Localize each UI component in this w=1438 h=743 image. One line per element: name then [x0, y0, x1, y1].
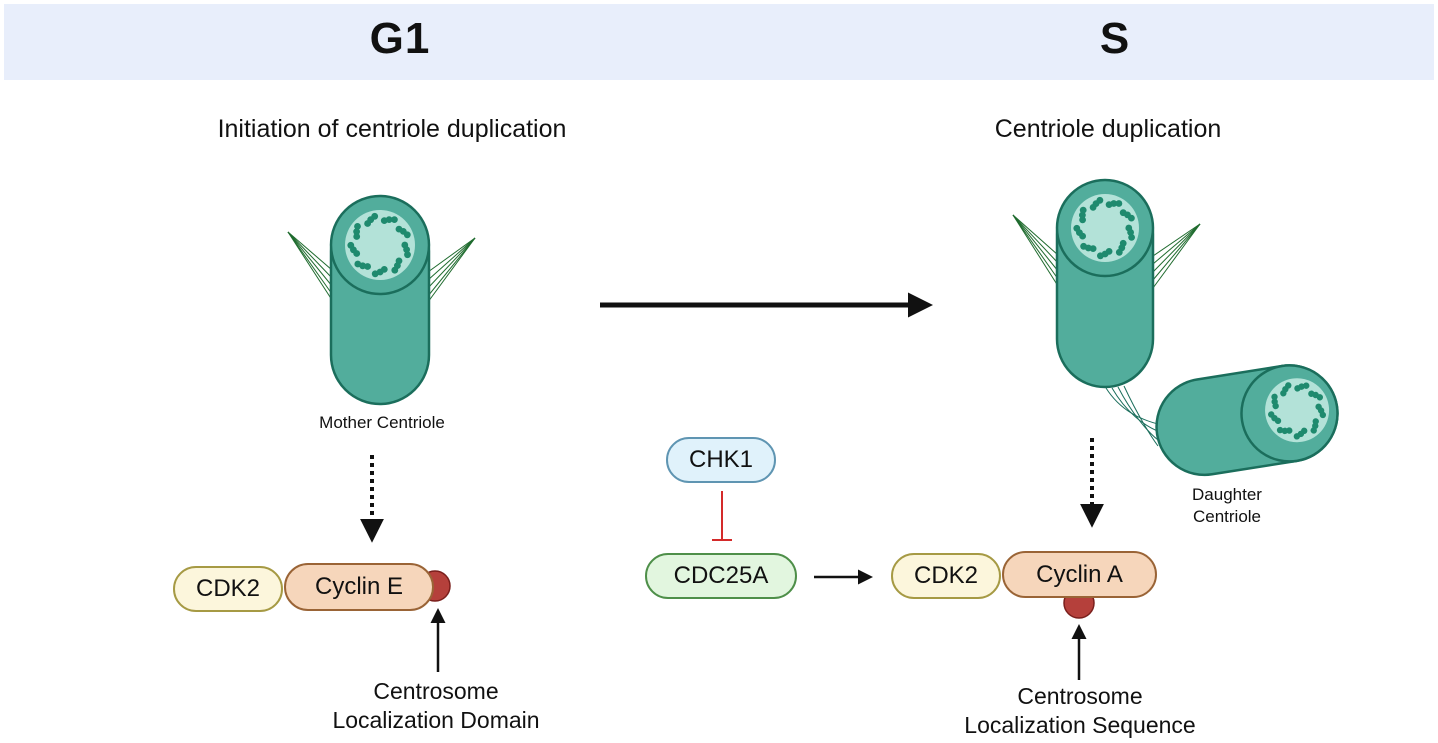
- microtubule-dot: [1276, 426, 1284, 434]
- microtubule-dot: [1097, 252, 1104, 260]
- appendage-fibers-right: [427, 237, 476, 303]
- appendage-fibers-s-right: [1152, 223, 1201, 289]
- microtubule-ring-daughter: [1268, 382, 1327, 440]
- phase-bar-s: [796, 4, 1434, 80]
- linker-fibers: [1105, 385, 1163, 447]
- microtubule-dot: [354, 223, 361, 230]
- microtubule-dot: [1110, 200, 1118, 207]
- heading-initiation: Initiation of centriole duplication: [217, 115, 567, 143]
- microtubule-dot: [1281, 427, 1289, 435]
- microtubule-ring-mother: [347, 212, 411, 278]
- microtubule-dot: [403, 231, 411, 239]
- appendage-fibers-left: [287, 231, 333, 301]
- cdk2-pill-right: CDK2: [891, 553, 1001, 599]
- microtubule-dot: [385, 216, 393, 224]
- microtubule-dot: [1293, 433, 1301, 440]
- cld-line1: Centrosome: [373, 678, 499, 704]
- microtubule-dot: [1303, 382, 1310, 389]
- cls-line1: Centrosome: [1017, 683, 1143, 709]
- microtubule-dot: [1096, 196, 1104, 204]
- cls-annotation: Centrosome Localization Sequence: [964, 682, 1195, 740]
- cdk2-pill-left: CDK2: [173, 566, 283, 612]
- microtubule-dot: [1285, 382, 1292, 389]
- microtubule-dot: [347, 241, 355, 249]
- duplicated-centrioles: [1012, 178, 1339, 477]
- microtubule-dot: [403, 246, 410, 254]
- phase-label-s: S: [1099, 14, 1131, 63]
- daughter-centriole-label: Daughter Centriole: [1192, 484, 1262, 528]
- microtubule-dot: [1268, 411, 1275, 418]
- microtubule-dot: [1128, 214, 1135, 222]
- cld-annotation: Centrosome Localization Domain: [332, 677, 539, 735]
- mother-centriole: [287, 194, 476, 406]
- microtubule-dot: [1319, 411, 1327, 419]
- microtubule-dot: [391, 216, 398, 224]
- microtubule-dot: [1310, 427, 1317, 434]
- microtubule-dot: [1115, 200, 1123, 207]
- cld-line2: Localization Domain: [332, 707, 540, 733]
- cyclin-e-pill: Cyclin E: [284, 563, 434, 611]
- appendage-fibers-s-left: [1012, 214, 1059, 287]
- microtubule-dot: [371, 212, 379, 220]
- microtubule-dot: [1079, 206, 1087, 214]
- microtubule-dot: [353, 228, 360, 236]
- phase-bar-g1: [4, 4, 796, 80]
- microtubule-dot: [354, 260, 362, 268]
- microtubule-dot: [1073, 224, 1081, 232]
- phase-label-g1: G1: [369, 14, 431, 63]
- heading-duplication: Centriole duplication: [994, 115, 1222, 143]
- cyclin-a-pill: Cyclin A: [1002, 551, 1157, 598]
- microtubule-dot: [371, 270, 379, 278]
- microtubule-dot: [1079, 211, 1086, 219]
- microtubule-dot: [1271, 393, 1278, 401]
- microtubule-dot: [1080, 242, 1087, 250]
- daughter-centriole: [1155, 364, 1339, 477]
- microtubule-dot: [353, 233, 361, 240]
- microtubule-dot: [1271, 398, 1278, 405]
- microtubule-ring-s-mother: [1073, 196, 1135, 260]
- cdc25a-pill: CDC25A: [645, 553, 797, 599]
- microtubule-dot: [1115, 248, 1123, 256]
- microtubule-dot: [1316, 394, 1324, 401]
- microtubule-dot: [404, 251, 411, 259]
- microtubule-dot: [391, 266, 399, 274]
- microtubule-dot: [1128, 234, 1135, 241]
- daughter-label-line2: Centriole: [1192, 507, 1262, 526]
- microtubule-dot: [1079, 216, 1086, 224]
- inhibition-line: [712, 491, 732, 541]
- mother-centriole-label: Mother Centriole: [319, 413, 445, 432]
- daughter-label-line1: Daughter: [1192, 485, 1262, 504]
- cls-line2: Localization Sequence: [964, 712, 1196, 738]
- chk1-pill: CHK1: [666, 437, 776, 483]
